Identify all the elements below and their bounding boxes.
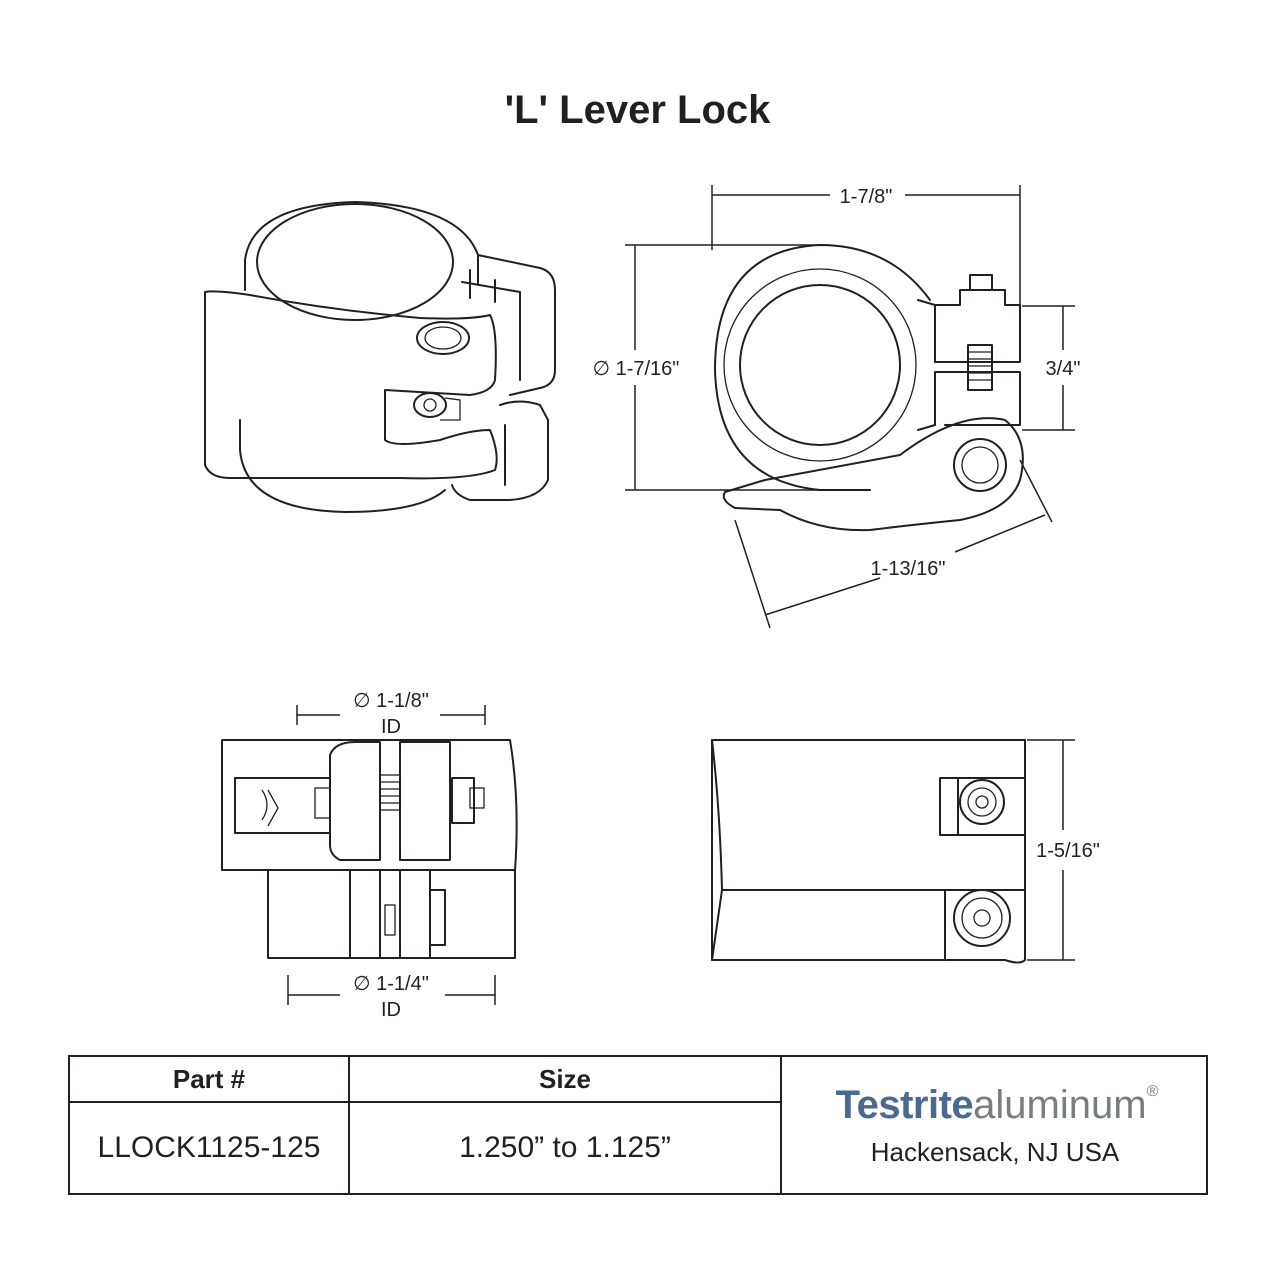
registered-mark: ® bbox=[1146, 1083, 1159, 1100]
front-view bbox=[221, 705, 518, 1005]
page-title: 'L' Lever Lock bbox=[504, 88, 771, 132]
brand-name-strong: Testrite bbox=[835, 1083, 974, 1127]
top-view bbox=[625, 185, 1075, 629]
part-number: LLOCK1125-125 bbox=[70, 1103, 350, 1193]
header-size: Size bbox=[350, 1057, 780, 1103]
dim-lever-length: 1-13/16" bbox=[871, 558, 946, 580]
dim-id-bottom: ∅ 1-1/4" bbox=[353, 973, 429, 995]
brand-name-light: aluminum bbox=[973, 1083, 1147, 1127]
dim-top-width: 1-7/8" bbox=[840, 186, 893, 208]
isometric-view bbox=[204, 201, 556, 513]
header-part: Part # bbox=[70, 1057, 350, 1103]
size-value: 1.250” to 1.125” bbox=[459, 1131, 671, 1164]
brand-logo: Testritealuminum® bbox=[790, 1083, 1204, 1128]
dim-id-top-label: ID bbox=[381, 716, 401, 738]
brand-location: Hackensack, NJ USA bbox=[870, 1137, 1120, 1167]
dim-id-bottom-label: ID bbox=[381, 999, 401, 1021]
dim-id-top: ∅ 1-1/8" bbox=[353, 690, 429, 712]
dim-side-height: 1-5/16" bbox=[1036, 840, 1100, 862]
dim-bolt-height: 3/4" bbox=[1046, 358, 1081, 380]
brand-cell: Testritealuminum® Hackensack, NJ USA bbox=[780, 1057, 1210, 1193]
technical-drawing: 1-7/8" ∅ 1-7/16" 3/4" 1-13/16" ∅ 1-1/8" … bbox=[204, 185, 1100, 1021]
spec-table: Part # Size LLOCK1125-125 1.250” to 1.12… bbox=[68, 1055, 1208, 1195]
dim-outer-diameter: ∅ 1-7/16" bbox=[593, 358, 680, 380]
side-view bbox=[711, 739, 1075, 964]
